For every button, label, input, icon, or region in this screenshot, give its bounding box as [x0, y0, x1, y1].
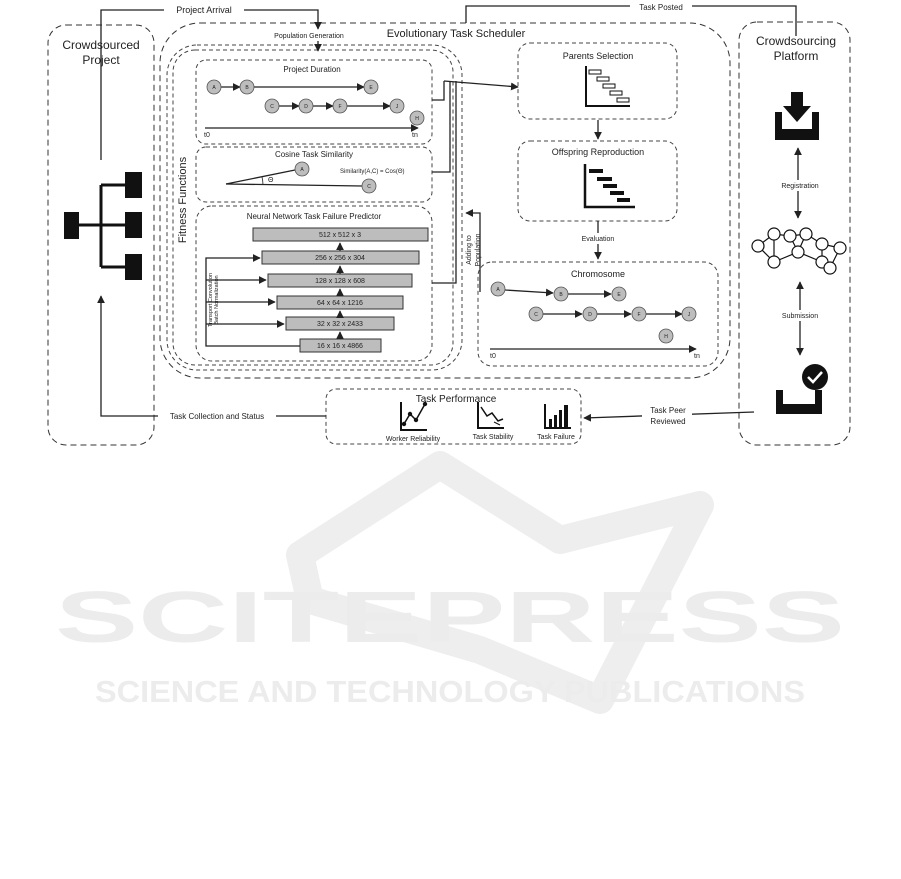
nn-predictor-title: Neural Network Task Failure Predictor	[247, 212, 382, 221]
duration-node: A	[212, 85, 216, 91]
nn-layer: 16 x 16 x 4866	[317, 343, 363, 350]
watermark-title: SCITEPRESS	[55, 578, 845, 658]
reproduction-chart-icon	[583, 164, 635, 209]
chromosome-node: J	[688, 312, 691, 318]
sciteress-watermark: SCITEPRESS SCIENCE AND TECHNOLOGY PUBLIC…	[55, 451, 845, 714]
chromosome-tn: tn	[694, 353, 700, 360]
transport-conv-label: Transport Convolution	[208, 273, 214, 327]
people-network-icon	[751, 227, 847, 275]
fitness-functions-box	[172, 49, 454, 366]
nn-layer: 32 x 32 x 2433	[317, 321, 363, 328]
evaluation-label: Evaluation	[582, 236, 615, 243]
task-posted-label: Task Posted	[639, 3, 683, 12]
duration-node: J	[396, 104, 399, 110]
submission-label: Submission	[782, 313, 818, 320]
task-peer-label-2: Reviewed	[650, 417, 685, 426]
adding-population-arrow	[465, 209, 481, 292]
task-stability-label: Task Stability	[473, 434, 514, 441]
cosine-node: C	[367, 184, 371, 190]
watermark-subtitle: SCIENCE AND TECHNOLOGY PUBLICATIONS	[95, 674, 805, 709]
project-duration-box	[195, 59, 433, 145]
registration-label: Registration	[781, 183, 818, 190]
worker-reliability-icon	[400, 401, 428, 431]
duration-node: E	[369, 85, 373, 91]
crowdsourcing-platform-box	[738, 21, 851, 446]
project-arrival-label: Project Arrival	[176, 5, 232, 15]
task-peer-label-1: Task Peer	[650, 406, 686, 415]
chromosome-box	[477, 261, 719, 367]
chromosome-node: E	[617, 292, 621, 298]
nn-layer: 512 x 512 x 3	[319, 232, 361, 239]
duration-node: C	[270, 104, 274, 110]
nn-layer: 128 x 128 x 608	[315, 278, 365, 285]
task-stability-icon	[477, 402, 504, 429]
duration-network: A B E C D F J H t0 tn	[204, 79, 425, 139]
similarity-formula: Similarity(A,C) = Cos(Θ)	[340, 169, 405, 175]
cosine-similarity-box	[195, 146, 433, 203]
fitness-inner-box	[166, 44, 463, 371]
chromosome-node: H	[664, 334, 668, 340]
task-failure-label: Task Failure	[537, 434, 575, 441]
cosine-vectors: Θ A C Similarity(A,C) = Cos(Θ)	[225, 161, 405, 194]
nn-layer: 64 x 64 x 1216	[317, 300, 363, 307]
duration-node: H	[415, 116, 419, 122]
chromosome-network: A B E C D F J H t0 tn	[490, 281, 700, 360]
scheduler-title: Evolutionary Task Scheduler	[387, 28, 526, 40]
chromosome-title: Chromosome	[571, 269, 625, 279]
chromosome-t0: t0	[490, 353, 496, 360]
task-failure-icon	[544, 404, 571, 429]
cosine-similarity-title: Cosine Task Similarity	[275, 150, 353, 159]
population-generation-label: Population Generation	[274, 33, 344, 40]
evolutionary-scheduler-box	[159, 22, 731, 379]
gantt-chart-icon	[585, 66, 630, 107]
chromosome-node: B	[559, 292, 563, 298]
platform-title-line2: Platform	[774, 49, 819, 63]
chromosome-node: A	[496, 287, 500, 293]
duration-node: D	[304, 104, 308, 110]
chromosome-node: C	[534, 312, 538, 318]
fitness-connectors	[432, 80, 519, 284]
task-performance-title: Task Performance	[416, 394, 497, 405]
adding-population-label-1: Adding to	[466, 235, 473, 265]
duration-node: F	[338, 104, 341, 110]
batch-norm-label: Batch Normalization	[214, 275, 220, 324]
task-collection-label: Task Collection and Status	[170, 412, 264, 421]
nn-layer: 256 x 256 x 304	[315, 255, 365, 262]
duration-tn: tn	[412, 132, 418, 139]
hierarchy-icon	[64, 172, 142, 280]
duration-t0: t0	[204, 132, 210, 139]
worker-reliability-label: Worker Reliability	[386, 436, 441, 443]
chromosome-node: F	[637, 312, 640, 318]
theta-label: Θ	[268, 177, 274, 184]
adding-population-label-2: Population	[475, 233, 482, 266]
nn-layers: 512 x 512 x 3 256 x 256 x 304 128 x 128 …	[205, 227, 429, 353]
duration-node: B	[245, 85, 249, 91]
parents-selection-title: Parents Selection	[563, 51, 634, 61]
submission-tray-check-icon	[776, 364, 828, 414]
download-tray-icon	[775, 92, 819, 140]
project-duration-title: Project Duration	[283, 65, 340, 74]
chromosome-node: D	[588, 312, 592, 318]
offspring-reproduction-title: Offspring Reproduction	[552, 147, 644, 157]
platform-title-line1: Crowdsourcing	[756, 34, 836, 48]
fitness-functions-label: Fitness Functions	[177, 156, 189, 243]
cosine-node: A	[300, 167, 304, 173]
